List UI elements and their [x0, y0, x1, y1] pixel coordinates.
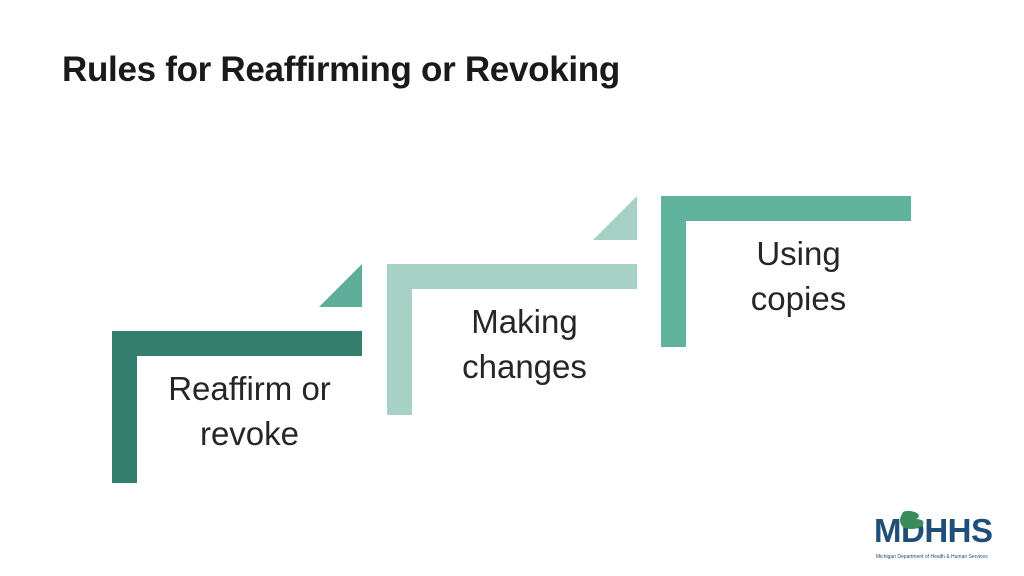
- step-2-label: Making changes: [412, 299, 637, 389]
- logo-tagline: Michigan Department of Health & Human Se…: [876, 554, 988, 560]
- step-3-label-line-1: Using: [756, 235, 841, 272]
- step-1-label: Reaffirm or revoke: [137, 366, 362, 456]
- slide-title: Rules for Reaffirming or Revoking: [62, 50, 620, 89]
- step-1-corner-triangle: [319, 264, 362, 307]
- step-1-label-line-1: Reaffirm or: [168, 370, 331, 407]
- step-2-label-line-2: changes: [462, 348, 587, 385]
- step-1-top-bar: [112, 331, 362, 356]
- step-2-corner-triangle: [593, 196, 637, 240]
- step-1-left-bar: [112, 331, 137, 483]
- logo-wordmark: MDHHS: [874, 512, 993, 549]
- step-2-top-bar: [387, 264, 637, 289]
- step-2-left-bar: [387, 264, 412, 415]
- step-3-label: Using copies: [686, 231, 911, 321]
- mdhhs-logo: MDHHS Michigan Department of Health & Hu…: [874, 508, 1012, 568]
- step-1-label-line-2: revoke: [199, 415, 300, 452]
- step-3-label-line-2: copies: [750, 280, 847, 317]
- step-3-left-bar: [661, 196, 686, 347]
- step-2-label-line-1: Making: [471, 303, 578, 340]
- michigan-mitten-icon: [900, 510, 924, 529]
- step-3-top-bar: [661, 196, 911, 221]
